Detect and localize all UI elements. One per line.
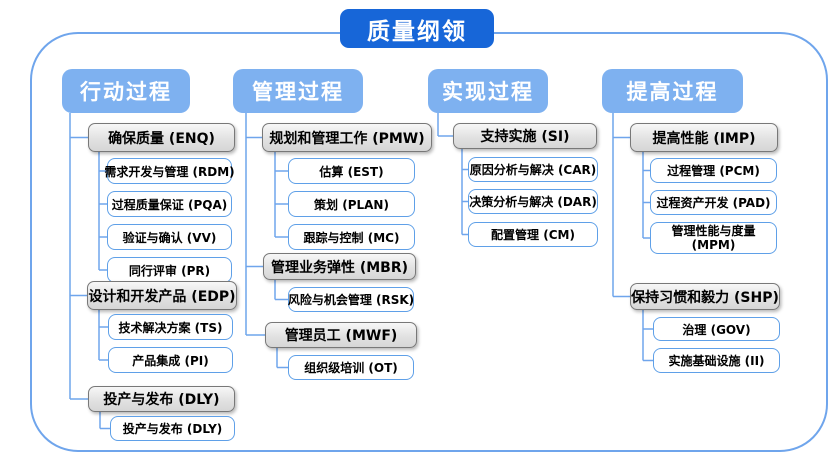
leaf-node-pi: 产品集成 (PI) — [108, 347, 233, 373]
leaf-node-gov: 治理 (GOV) — [653, 317, 780, 341]
root-title: 质量纲领 — [340, 9, 494, 48]
leaf-node-ii: 实施基础设施 (II) — [653, 348, 780, 373]
leaf-node-cm: 配置管理 (CM) — [468, 222, 598, 247]
leaf-node-est: 估算 (EST) — [288, 158, 415, 184]
group-node-mbr: 管理业务弹性 (MBR) — [263, 253, 416, 280]
leaf-node-vv: 验证与确认 (VV) — [107, 224, 232, 250]
leaf-node-ts: 技术解决方案 (TS) — [108, 314, 233, 340]
leaf-node-pr: 同行评审 (PR) — [107, 257, 232, 283]
leaf-node-rsk: 风险与机会管理 (RSK) — [288, 287, 414, 312]
leaf-node-pqa: 过程质量保证 (PQA) — [107, 191, 232, 217]
branch-header-management-process: 管理过程 — [233, 69, 363, 113]
group-node-imp: 提高性能 (IMP) — [630, 123, 778, 152]
leaf-node-mpm: 管理性能与度量 (MPM) — [650, 222, 777, 254]
group-node-mwf: 管理员工 (MWF) — [265, 322, 417, 348]
leaf-node-mc: 跟踪与控制 (MC) — [288, 224, 415, 250]
group-node-pmw: 规划和管理工作 (PMW) — [262, 123, 432, 152]
leaf-node-ot: 组织级培训 (OT) — [288, 355, 414, 380]
group-node-shp: 保持习惯和毅力 (SHP) — [630, 283, 780, 310]
leaf-node-rdm: 需求开发与管理 (RDM) — [104, 158, 235, 184]
leaf-node-car: 原因分析与解决 (CAR) — [468, 157, 598, 182]
leaf-node-dly: 投产与发布 (DLY) — [110, 416, 235, 441]
branch-header-action-process: 行动过程 — [62, 69, 190, 113]
group-node-edp: 设计和开发产品 (EDP) — [87, 281, 237, 310]
leaf-node-pad: 过程资产开发 (PAD) — [650, 190, 777, 215]
group-node-dly: 投产与发布 (DLY) — [88, 386, 235, 412]
group-node-si: 支持实施 (SI) — [453, 123, 597, 149]
leaf-node-pcm: 过程管理 (PCM) — [650, 158, 777, 183]
leaf-node-plan: 策划 (PLAN) — [288, 191, 415, 217]
branch-header-improvement-process: 提高过程 — [602, 69, 743, 113]
branch-header-realization-process: 实现过程 — [428, 69, 548, 113]
leaf-node-dar: 决策分析与解决 (DAR) — [468, 189, 598, 214]
group-node-enq: 确保质量 (ENQ) — [88, 123, 235, 152]
